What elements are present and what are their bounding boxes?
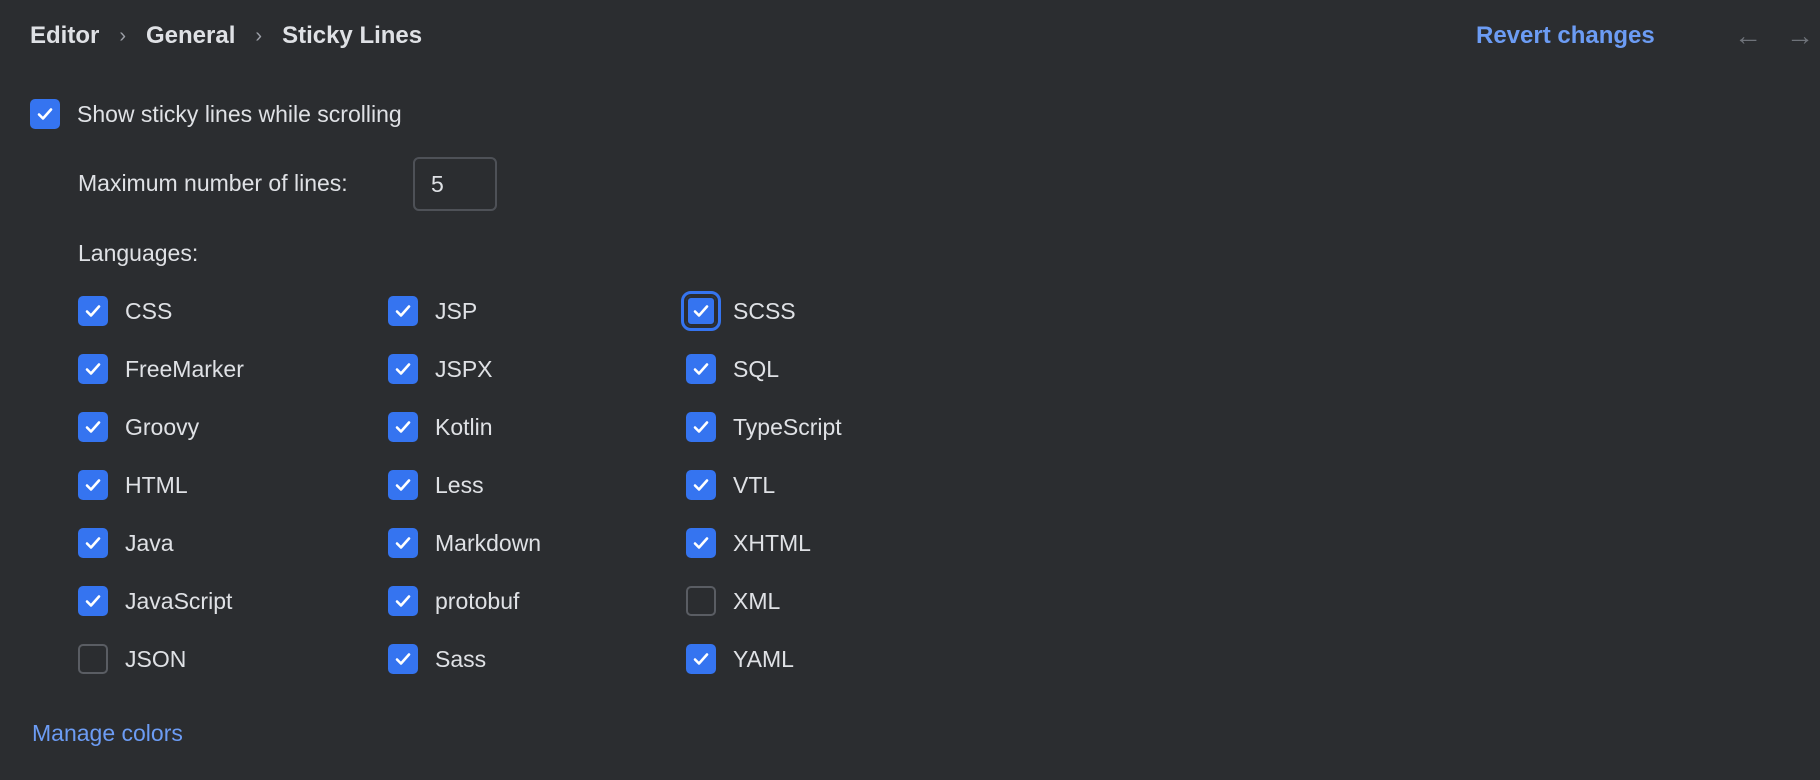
- checkmark-icon: [85, 421, 101, 433]
- language-option-jsp[interactable]: JSP: [388, 296, 477, 326]
- checkmark-icon: [85, 363, 101, 375]
- language-checkbox-kotlin[interactable]: [388, 412, 418, 442]
- language-checkbox-groovy[interactable]: [78, 412, 108, 442]
- checkmark-icon: [85, 537, 101, 549]
- show-sticky-lines-label: Show sticky lines while scrolling: [77, 100, 402, 127]
- language-option-javascript[interactable]: JavaScript: [78, 586, 232, 616]
- max-lines-label: Maximum number of lines:: [78, 170, 348, 196]
- revert-changes-link[interactable]: Revert changes: [1476, 22, 1655, 49]
- language-label: SQL: [733, 355, 780, 382]
- language-label: JavaScript: [125, 587, 233, 614]
- language-checkbox-sass[interactable]: [388, 644, 418, 674]
- language-label: TypeScript: [733, 413, 842, 440]
- language-option-kotlin[interactable]: Kotlin: [388, 412, 493, 442]
- language-label: VTL: [733, 471, 776, 498]
- show-sticky-lines-checkbox[interactable]: [30, 99, 60, 129]
- language-option-html[interactable]: HTML: [78, 470, 188, 500]
- language-option-yaml[interactable]: YAML: [686, 644, 794, 674]
- language-label: protobuf: [435, 587, 520, 614]
- language-option-vtl[interactable]: VTL: [686, 470, 775, 500]
- language-checkbox-vtl[interactable]: [686, 470, 716, 500]
- checkmark-icon: [395, 421, 411, 433]
- language-option-json[interactable]: JSON: [78, 644, 186, 674]
- language-option-sass[interactable]: Sass: [388, 644, 486, 674]
- language-checkbox-json[interactable]: [78, 644, 108, 674]
- arrow-right-icon[interactable]: →: [1786, 20, 1814, 51]
- language-option-typescript[interactable]: TypeScript: [686, 412, 842, 442]
- chevron-right-icon: ›: [255, 24, 263, 47]
- checkmark-icon: [395, 363, 411, 375]
- language-label: JSP: [435, 297, 478, 324]
- language-option-groovy[interactable]: Groovy: [78, 412, 199, 442]
- arrow-left-icon[interactable]: ←: [1734, 20, 1762, 51]
- language-checkbox-java[interactable]: [78, 528, 108, 558]
- language-checkbox-html[interactable]: [78, 470, 108, 500]
- language-checkbox-jspx[interactable]: [388, 354, 418, 384]
- language-checkbox-protobuf[interactable]: [388, 586, 418, 616]
- language-checkbox-markdown[interactable]: [388, 528, 418, 558]
- breadcrumb-sticky-lines: Sticky Lines: [282, 22, 423, 49]
- language-option-protobuf[interactable]: protobuf: [388, 586, 519, 616]
- language-option-sql[interactable]: SQL: [686, 354, 779, 384]
- language-label: SCSS: [733, 297, 796, 324]
- language-option-xml[interactable]: XML: [686, 586, 780, 616]
- language-checkbox-javascript[interactable]: [78, 586, 108, 616]
- checkmark-icon: [693, 363, 709, 375]
- language-checkbox-less[interactable]: [388, 470, 418, 500]
- language-checkbox-sql[interactable]: [686, 354, 716, 384]
- language-label: Less: [435, 471, 484, 498]
- language-label: JSON: [125, 645, 187, 672]
- checkmark-icon: [693, 653, 709, 665]
- manage-colors-link[interactable]: Manage colors: [32, 720, 183, 746]
- language-checkbox-css[interactable]: [78, 296, 108, 326]
- language-label: XML: [733, 587, 781, 614]
- checkmark-icon: [693, 479, 709, 491]
- language-label: Sass: [435, 645, 487, 672]
- breadcrumb-general[interactable]: General: [146, 22, 236, 49]
- language-label: YAML: [733, 645, 794, 672]
- checkmark-icon: [85, 305, 101, 317]
- max-lines-input[interactable]: 5: [413, 157, 497, 211]
- checkmark-icon: [395, 305, 411, 317]
- language-checkbox-jsp[interactable]: [388, 296, 418, 326]
- language-checkbox-yaml[interactable]: [686, 644, 716, 674]
- language-checkbox-xhtml[interactable]: [686, 528, 716, 558]
- language-label: XHTML: [733, 529, 811, 556]
- checkmark-icon: [693, 537, 709, 549]
- language-label: Groovy: [125, 413, 200, 440]
- language-option-freemarker[interactable]: FreeMarker: [78, 354, 244, 384]
- language-label: Kotlin: [435, 413, 493, 440]
- checkmark-icon: [395, 479, 411, 491]
- breadcrumb-editor[interactable]: Editor: [30, 22, 100, 49]
- language-option-markdown[interactable]: Markdown: [388, 528, 541, 558]
- language-option-less[interactable]: Less: [388, 470, 484, 500]
- checkmark-icon: [37, 108, 53, 120]
- checkmark-icon: [85, 479, 101, 491]
- languages-label: Languages:: [78, 240, 199, 266]
- language-option-jspx[interactable]: JSPX: [388, 354, 493, 384]
- language-label: CSS: [125, 297, 173, 324]
- checkmark-icon: [693, 305, 709, 317]
- checkmark-icon: [395, 595, 411, 607]
- show-sticky-lines-option[interactable]: Show sticky lines while scrolling: [30, 99, 402, 129]
- checkmark-icon: [693, 421, 709, 433]
- language-option-xhtml[interactable]: XHTML: [686, 528, 811, 558]
- language-label: Java: [125, 529, 174, 556]
- language-checkbox-freemarker[interactable]: [78, 354, 108, 384]
- language-label: JSPX: [435, 355, 493, 382]
- breadcrumb: Editor › General › Sticky Lines: [30, 22, 422, 50]
- chevron-right-icon: ›: [119, 24, 126, 47]
- language-option-css[interactable]: CSS: [78, 296, 172, 326]
- language-label: HTML: [125, 471, 188, 498]
- language-option-java[interactable]: Java: [78, 528, 174, 558]
- language-checkbox-xml[interactable]: [686, 586, 716, 616]
- checkmark-icon: [395, 537, 411, 549]
- language-label: FreeMarker: [125, 355, 244, 382]
- checkmark-icon: [85, 595, 101, 607]
- language-checkbox-scss[interactable]: [681, 291, 721, 331]
- language-option-scss[interactable]: SCSS: [681, 291, 796, 331]
- checkmark-icon: [395, 653, 411, 665]
- language-label: Markdown: [435, 529, 542, 556]
- language-checkbox-typescript[interactable]: [686, 412, 716, 442]
